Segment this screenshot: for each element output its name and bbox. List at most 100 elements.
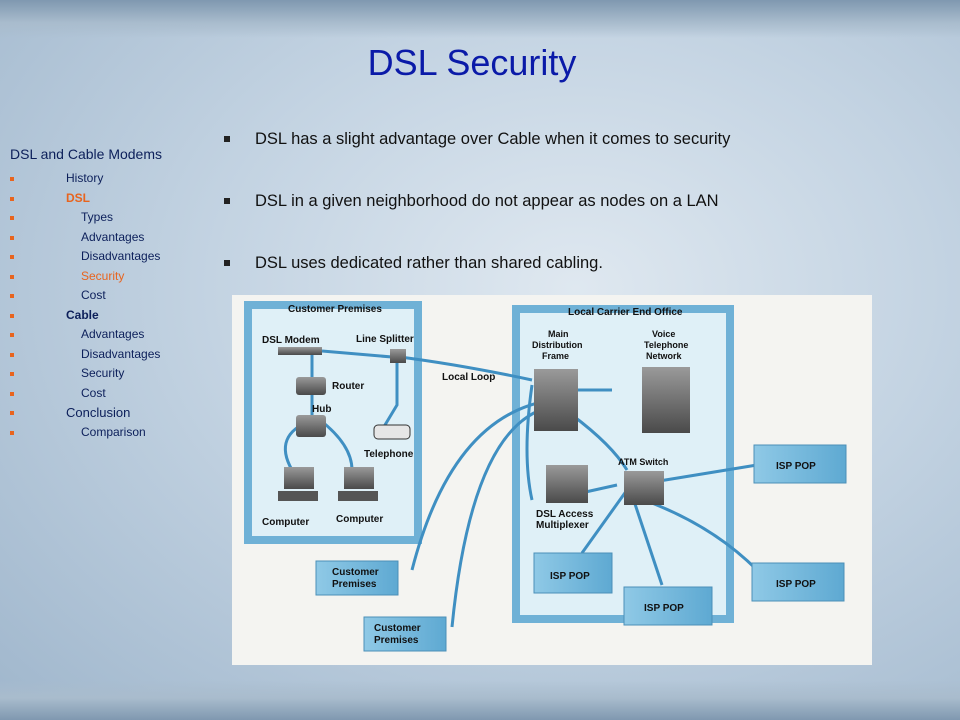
dsl-modem-label: DSL Modem xyxy=(262,335,320,346)
mdf-label-3: Frame xyxy=(542,351,569,361)
dslam-label-1: DSL Access xyxy=(536,509,594,520)
outline-item-comparison[interactable]: Comparison xyxy=(10,423,225,443)
bullet-square-icon xyxy=(10,274,14,279)
hub-device xyxy=(296,415,326,437)
atm-switch-device xyxy=(624,471,664,505)
bullet-square-icon xyxy=(224,198,230,204)
outline-item-cable[interactable]: Cable xyxy=(10,306,225,326)
router-label: Router xyxy=(332,381,364,392)
outline-item-dsl-disadvantages[interactable]: Disadvantages xyxy=(10,247,225,267)
outline-item-cable-advantages[interactable]: Advantages xyxy=(10,325,225,345)
mdf-atm-line xyxy=(571,413,629,471)
computer-1-monitor xyxy=(284,467,314,489)
bullet-square-icon xyxy=(10,294,14,298)
outline-item-dsl[interactable]: DSL xyxy=(10,189,225,209)
voice-label-3: Network xyxy=(646,351,683,361)
isp-pop-2: ISP POP xyxy=(623,586,713,626)
outline-sidebar: DSL and Cable Modems History DSL Types A… xyxy=(10,146,225,442)
bullet-square-icon xyxy=(10,430,14,435)
outline-item-cable-security[interactable]: Security xyxy=(10,364,225,384)
outline-item-dsl-security[interactable]: Security xyxy=(10,267,225,287)
bullet-square-icon xyxy=(224,260,230,266)
outline-item-dsl-types[interactable]: Types xyxy=(10,208,225,228)
mdf-label-1: Main xyxy=(548,329,569,339)
atm-isp3-line xyxy=(646,463,758,485)
bullet-square-icon xyxy=(10,391,14,396)
isp-pop-3: ISP POP xyxy=(753,444,847,484)
bullet-square-icon xyxy=(10,333,14,337)
customer-premises-label: Customer Premises xyxy=(288,304,382,315)
atm-switch-label: ATM Switch xyxy=(618,457,668,467)
dsl-modem-device xyxy=(278,347,322,355)
local-loop-line xyxy=(399,355,533,382)
computer-2-label: Computer xyxy=(336,514,383,525)
mdf-customer1-line xyxy=(410,398,553,571)
customer-premises-frame xyxy=(244,301,422,544)
slide-title: DSL Security xyxy=(367,42,577,83)
isp-pop-1: ISP POP xyxy=(533,552,613,594)
diagram-svg: Customer Premises Local Carrier End Offi… xyxy=(244,301,847,652)
bullet-list: DSL has a slight advantage over Cable wh… xyxy=(218,128,938,314)
local-carrier-label: Local Carrier End Office xyxy=(568,307,683,318)
premises-1-label: Premises xyxy=(332,579,377,590)
bottom-decorative-band xyxy=(0,680,960,720)
computer-1-base xyxy=(278,491,318,501)
bullet-square-icon xyxy=(10,411,14,415)
outline-item-cable-disadvantages[interactable]: Disadvantages xyxy=(10,345,225,365)
premises-2-label: Premises xyxy=(374,635,419,646)
outline-item-dsl-cost[interactable]: Cost xyxy=(10,286,225,306)
dsl-network-diagram: Customer Premises Local Carrier End Offi… xyxy=(232,295,872,665)
bullet-square-icon xyxy=(10,352,14,357)
outline-item-history[interactable]: History xyxy=(10,169,225,189)
bullet-point: DSL uses dedicated rather than shared ca… xyxy=(218,252,938,314)
atm-isp2-line xyxy=(630,494,664,586)
isp-pop-4-label: ISP POP xyxy=(776,579,816,590)
customer-2-label: Customer xyxy=(374,623,421,634)
dslam-device xyxy=(546,465,588,503)
line-splitter-label: Line Splitter xyxy=(356,334,414,345)
voice-label-2: Telephone xyxy=(644,340,688,350)
bullet-square-icon xyxy=(224,136,230,142)
mdf-device xyxy=(534,369,578,431)
dslam-label-2: Multiplexer xyxy=(536,520,589,531)
outline-item-conclusion[interactable]: Conclusion xyxy=(10,403,225,423)
computer-2-base xyxy=(338,491,378,501)
bullet-square-icon xyxy=(10,216,14,220)
bullet-square-icon xyxy=(10,235,14,240)
voice-network-device xyxy=(642,367,690,433)
mdf-label-2: Distribution xyxy=(532,340,583,350)
telephone-device xyxy=(373,424,411,440)
isp-pop-3-label: ISP POP xyxy=(776,461,816,472)
telephone-label: Telephone xyxy=(364,449,414,460)
isp-pop-4: ISP POP xyxy=(751,562,845,602)
router-device xyxy=(296,377,326,395)
outline-list: History DSL Types Advantages Disadvantag… xyxy=(10,169,225,442)
remote-customer-premises-2: Customer Premises xyxy=(363,616,447,652)
local-loop-label: Local Loop xyxy=(442,372,495,383)
outline-item-dsl-advantages[interactable]: Advantages xyxy=(10,228,225,248)
bullet-point: DSL has a slight advantage over Cable wh… xyxy=(218,128,938,190)
outline-item-cable-cost[interactable]: Cost xyxy=(10,384,225,404)
bullet-square-icon xyxy=(10,177,14,181)
outline-heading: DSL and Cable Modems xyxy=(10,146,163,162)
atm-isp4-line xyxy=(643,498,759,572)
mdf-dslam-line xyxy=(525,384,534,501)
bullet-square-icon xyxy=(10,196,14,201)
splitter-telephone-line xyxy=(380,363,399,431)
bullet-square-icon xyxy=(10,313,14,318)
isp-pop-2-label: ISP POP xyxy=(644,603,684,614)
modem-splitter-line xyxy=(321,349,393,359)
voice-label-1: Voice xyxy=(652,329,675,339)
computer-2-monitor xyxy=(344,467,374,489)
bullet-square-icon xyxy=(10,372,14,376)
isp-pop-1-label: ISP POP xyxy=(550,571,590,582)
bullet-square-icon xyxy=(10,255,14,259)
mdf-customer2-line xyxy=(450,405,551,628)
hub-label: Hub xyxy=(312,404,331,415)
bullet-point: DSL in a given neighborhood do not appea… xyxy=(218,190,938,252)
atm-isp1-line xyxy=(580,489,629,554)
top-decorative-band xyxy=(0,0,960,38)
computer-1-label: Computer xyxy=(262,517,309,528)
customer-1-label: Customer xyxy=(332,567,379,578)
line-splitter-device xyxy=(390,349,406,363)
